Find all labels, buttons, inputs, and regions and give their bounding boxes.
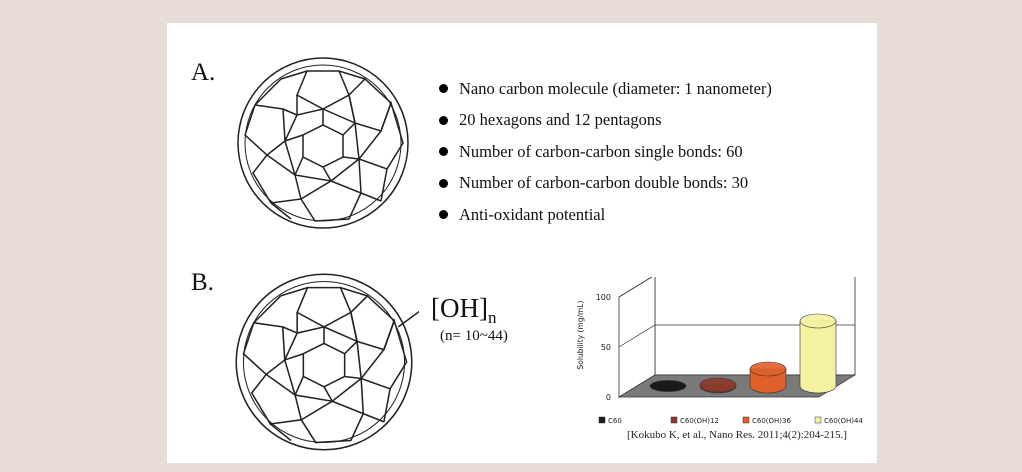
panel-b-label: B.: [191, 269, 214, 296]
fullerene-c60-diagram: [237, 57, 409, 229]
gridline: [618, 277, 653, 298]
list-item: Number of carbon-carbon double bonds: 30: [439, 168, 772, 200]
hydroxyl-range-label: (n= 10~44): [440, 328, 508, 344]
legend-swatch: [670, 416, 678, 424]
bullet-icon: [439, 84, 448, 94]
list-item: Number of carbon-carbon single bonds: 60: [439, 136, 772, 168]
y-tick-label: 100: [596, 293, 611, 302]
figure-card: A. Nano carbon molecule (diameter: 1 nan…: [167, 23, 877, 463]
bar-top: [749, 361, 787, 377]
bullet-icon: [439, 115, 448, 125]
bullet-icon: [439, 147, 448, 157]
bar-top: [799, 313, 837, 329]
legend-swatch: [814, 416, 822, 424]
bullet-icon: [439, 210, 448, 220]
list-item: Nano carbon molecule (diameter: 1 nanome…: [439, 73, 772, 105]
bar-top: [699, 377, 737, 393]
bar: [649, 380, 687, 392]
legend-label: C60(OH)36: [752, 417, 791, 425]
legend-label: C60: [608, 417, 622, 425]
list-item-text: Number of carbon-carbon double bonds: 30: [459, 173, 749, 193]
list-item-text: 20 hexagons and 12 pentagons: [459, 110, 662, 130]
panel-a-label: A.: [191, 59, 216, 86]
citation: [Kokubo K, et al., Nano Res. 2011;4(2):2…: [627, 429, 847, 441]
legend-label: C60(OH)12: [680, 417, 719, 425]
gridline: [618, 324, 855, 348]
legend-swatch: [742, 416, 750, 424]
list-item: 20 hexagons and 12 pentagons: [439, 105, 772, 137]
legend-swatch: [598, 416, 606, 424]
chart-floor: [617, 374, 857, 398]
bar: [799, 320, 837, 394]
y-tick-label: 50: [601, 343, 611, 352]
bullet-icon: [439, 178, 448, 188]
list-item: Anti-oxidant potential: [439, 199, 772, 231]
properties-list: Nano carbon molecule (diameter: 1 nanome…: [439, 73, 772, 231]
list-item-text: Anti-oxidant potential: [459, 204, 606, 224]
y-axis-label: Solubility (mg/mL): [576, 300, 585, 369]
list-item-text: Nano carbon molecule (diameter: 1 nanome…: [459, 78, 772, 98]
y-tick-label: 0: [606, 393, 611, 402]
fullerenol-diagram: [235, 273, 419, 451]
list-item-text: Number of carbon-carbon single bonds: 60: [459, 141, 743, 161]
legend-label: C60(OH)44: [824, 417, 863, 425]
hydroxyl-group-label: [OH]n: [431, 293, 497, 327]
